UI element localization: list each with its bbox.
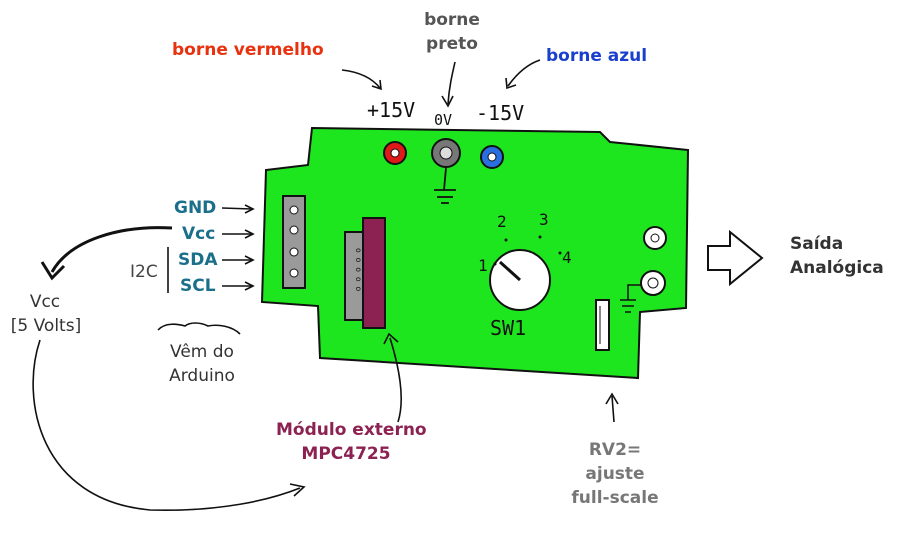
label-scl: SCL: [180, 276, 216, 296]
label-plus15v: +15V: [367, 98, 416, 122]
red-binding-post: [383, 141, 407, 165]
label-borne-preto-2: preto: [426, 34, 478, 54]
label-arduino-2: Arduino: [169, 366, 235, 386]
ground-symbol: [434, 167, 456, 204]
label-minus15v: -15V: [476, 101, 525, 125]
pcb-board: [260, 126, 690, 380]
rv2-trimmer: [595, 299, 610, 351]
label-modulo-1: Módulo externo: [276, 420, 427, 440]
label-vcc-5v-1: Vcc: [29, 292, 61, 312]
i2c-connector: [282, 195, 306, 289]
label-arduino-1: Vêm do: [170, 342, 234, 362]
label-modulo-2: MPC4725: [301, 444, 391, 464]
label-rv2-2: ajuste: [585, 464, 645, 484]
label-borne-vermelho: borne vermelho: [172, 40, 324, 60]
label-saida-1: Saída: [790, 234, 844, 254]
output-jack-signal: [643, 226, 667, 250]
svg-text:o o o o o: o o o o o: [354, 248, 363, 292]
label-borne-azul: borne azul: [546, 46, 648, 66]
sw1-switch: [489, 235, 562, 311]
label-sw1: SW1: [490, 316, 527, 340]
label-gnd: GND: [174, 198, 217, 218]
annotation-arrows: [32, 59, 619, 512]
label-borne-preto-1: borne: [424, 10, 480, 30]
label-vcc-5v-2: [5 Volts]: [10, 316, 82, 336]
output-arrow: [707, 229, 764, 287]
label-rv2-3: full-scale: [571, 488, 659, 508]
label-0v: 0V: [434, 111, 453, 129]
label-sw-pos-2: 2: [497, 212, 507, 231]
dac-module: o o o o o: [344, 217, 386, 329]
label-sw-pos-3: 3: [539, 210, 549, 229]
label-sw-pos-4: 4: [562, 248, 572, 267]
label-i2c: I2C: [130, 262, 158, 282]
label-saida-2: Analógica: [790, 258, 884, 278]
label-sda: SDA: [178, 250, 218, 270]
label-rv2-1: RV2=: [588, 440, 642, 460]
output-jack-ground: [620, 270, 666, 313]
label-sw-pos-1: 1: [478, 256, 488, 275]
blue-binding-post: [480, 145, 504, 169]
label-vcc-pin: Vcc: [182, 224, 216, 244]
black-binding-post: [431, 138, 461, 168]
